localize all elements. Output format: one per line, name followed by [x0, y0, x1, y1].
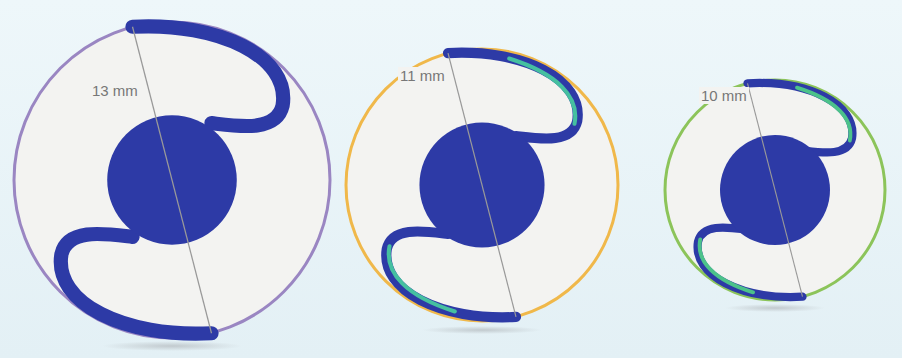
- shadow: [422, 326, 542, 334]
- dimension-label: 11 mm: [398, 67, 447, 84]
- dimension-label: 13 mm: [90, 82, 140, 99]
- eye-circle: [665, 80, 885, 300]
- intraocular-lens: [61, 26, 283, 333]
- dimension-label: 10 mm: [699, 87, 749, 104]
- intraocular-lens: [698, 83, 853, 297]
- eye-circle: [346, 49, 618, 321]
- intraocular-lens: [386, 53, 577, 318]
- shadow: [102, 341, 242, 351]
- shadow: [725, 304, 825, 312]
- eye-circle: [14, 22, 330, 338]
